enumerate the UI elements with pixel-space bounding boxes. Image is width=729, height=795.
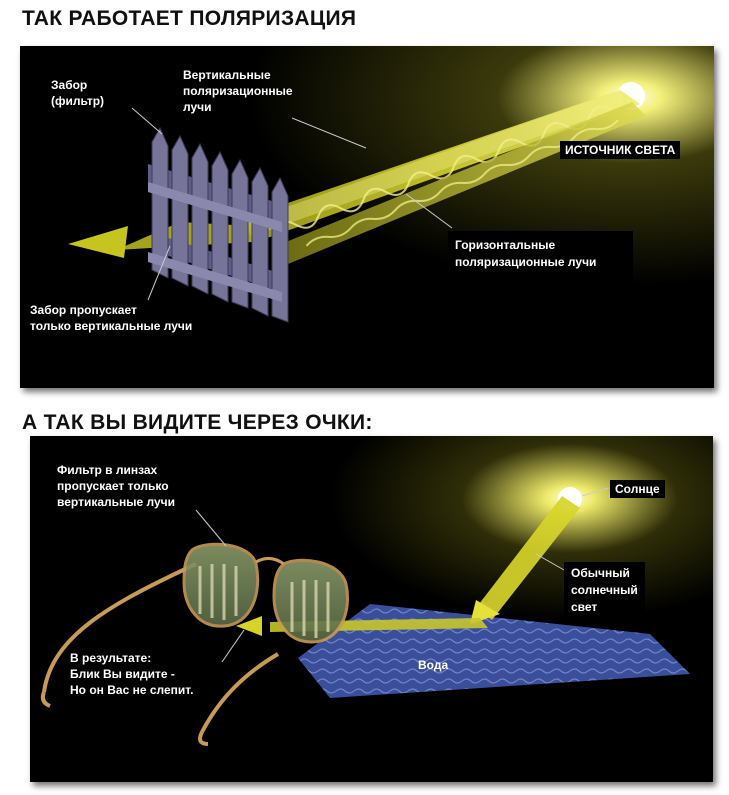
label-fence: Забор (фильтр): [51, 78, 105, 108]
polarization-illustration: [20, 46, 714, 388]
top-heading: ТАК РАБОТАЕТ ПОЛЯРИЗАЦИЯ: [22, 7, 357, 30]
label-light-source: ИСТОЧНИК СВЕТА: [560, 141, 681, 159]
polarization-panel: Забор (фильтр) Вертикальные поляризацион…: [20, 46, 714, 388]
fence-filter: [148, 126, 289, 323]
label-result: В результате: Блик Вы видите - Но он Вас…: [70, 651, 194, 697]
sunlight-beam: [476, 496, 580, 620]
sunglasses: [40, 542, 349, 746]
vertical-beam: [238, 90, 640, 242]
label-fence-passes: Забор пропускает только вертикальные луч…: [30, 303, 193, 333]
label-sun: Солнце: [610, 480, 665, 498]
fence-leader: [131, 107, 163, 135]
label-lens-filter: Фильтр в линзах пропускает только вертик…: [57, 463, 175, 509]
reflected-arrowhead: [236, 616, 262, 636]
vertical-leader: [291, 117, 367, 149]
label-sunlight: Обычный солнечный свет: [564, 562, 645, 619]
bottom-heading: А ТАК ВЫ ВИДИТЕ ЧЕРЕЗ ОЧКИ:: [22, 411, 373, 434]
passed-beam-arrowhead: [68, 226, 128, 258]
label-vertical-rays: Вертикальные поляризационные лучи: [183, 68, 293, 114]
sunlight-arrowhead: [470, 600, 500, 624]
sunlight-leader: [535, 553, 565, 571]
sun-leader: [581, 487, 609, 497]
filter-leader: [195, 509, 227, 547]
label-water: Вода: [418, 658, 449, 672]
label-horizontal-rays: Горизонтальные поляризационные лучи: [448, 231, 633, 300]
result-leader: [221, 629, 245, 663]
passes-leader: [147, 245, 171, 301]
horizontal-leader: [405, 193, 453, 229]
glasses-panel: Фильтр в линзах пропускает только вертик…: [30, 436, 713, 782]
